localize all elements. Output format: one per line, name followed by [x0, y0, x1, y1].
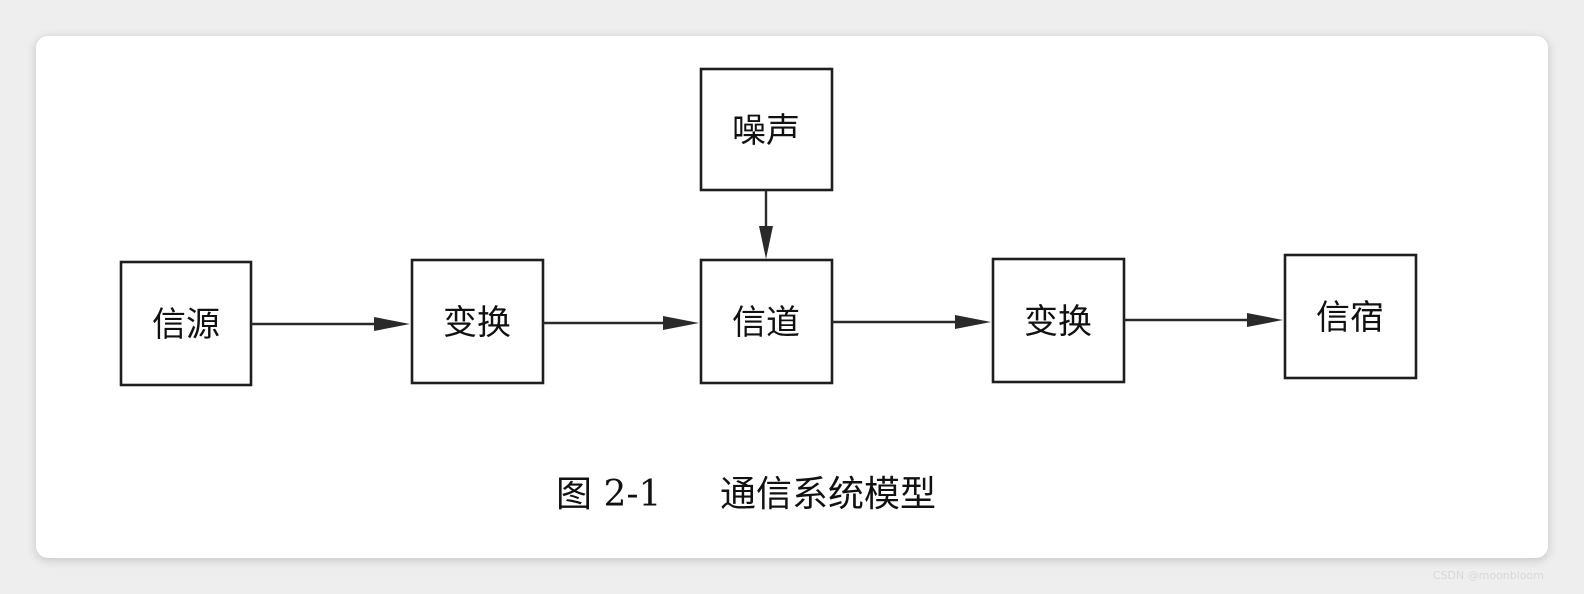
node-transform-1: 变换: [410, 258, 545, 385]
edge-source-to-transform1: [251, 317, 410, 331]
node-transform-2-label: 变换: [1024, 302, 1092, 342]
node-sink: 信宿: [1283, 253, 1418, 380]
node-source-label: 信源: [152, 305, 220, 345]
node-channel-label: 信道: [732, 303, 800, 343]
node-noise: 噪声: [699, 67, 834, 192]
edge-channel-to-transform2: [832, 315, 991, 329]
watermark: CSDN @moonbloom: [1432, 569, 1544, 582]
communication-model-diagram: 信源 变换 信道 变换 信宿 噪声: [119, 67, 1418, 515]
node-noise-label: 噪声: [732, 111, 800, 151]
node-channel: 信道: [699, 258, 834, 385]
node-transform-1-label: 变换: [443, 303, 511, 343]
node-source: 信源: [119, 260, 253, 387]
figure-title: 通信系统模型: [720, 474, 936, 515]
edge-noise-to-channel: [759, 190, 773, 259]
node-sink-label: 信宿: [1316, 298, 1384, 338]
edge-transform2-to-sink: [1124, 313, 1283, 327]
figure-number: 图 2-1: [556, 474, 661, 515]
node-transform-2: 变换: [991, 257, 1126, 384]
edge-transform1-to-channel: [543, 316, 699, 330]
diagram-card: 信源 变换 信道 变换 信宿 噪声: [36, 36, 1548, 558]
